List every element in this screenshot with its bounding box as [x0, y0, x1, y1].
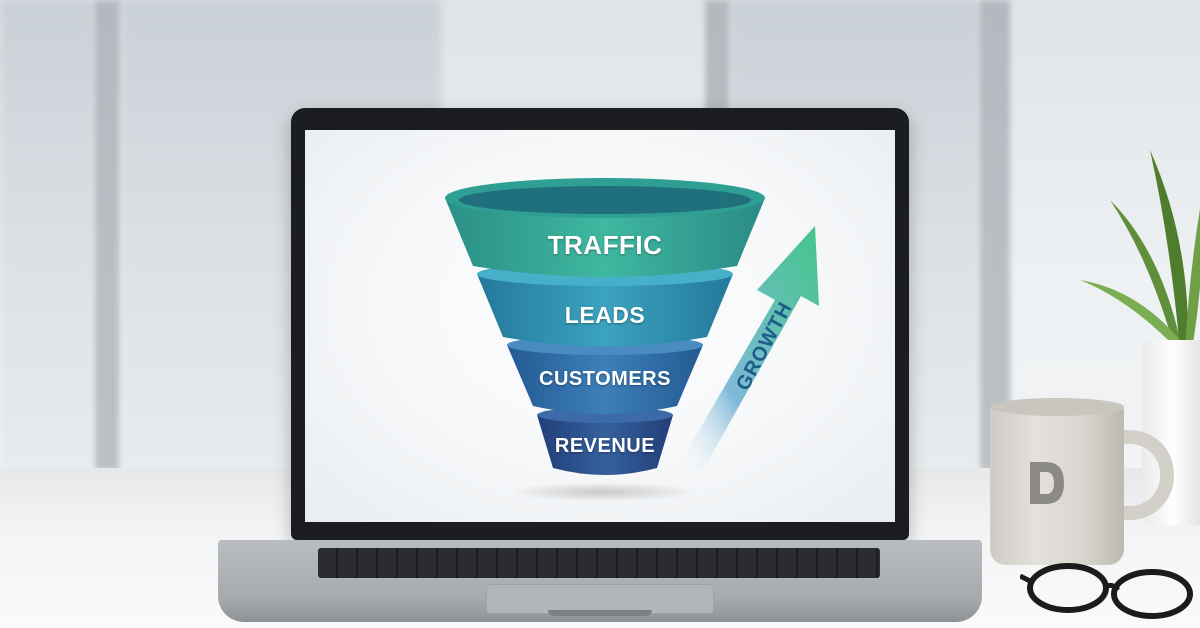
laptop-trackpad [486, 584, 714, 614]
eyeglasses [1020, 563, 1193, 619]
funnel-stage-traffic [445, 198, 765, 277]
plant-leaves [1080, 150, 1200, 350]
laptop-front-notch [548, 610, 652, 616]
mug-rim [990, 398, 1124, 416]
funnel-stage-customers [507, 345, 703, 414]
funnel-stage-leads [477, 274, 733, 347]
funnel-label-customers: CUSTOMERS [539, 368, 671, 390]
funnel-label-revenue: REVENUE [554, 435, 656, 457]
window-frame [980, 0, 1010, 470]
funnel-shadow [508, 482, 698, 502]
funnel-label-leads: LEADS [564, 302, 646, 328]
funnel-opening [459, 186, 751, 214]
growth-arrow-icon [677, 226, 819, 470]
d-monogram-logo-icon [1030, 462, 1064, 504]
window-frame [95, 0, 121, 470]
window-pane [0, 0, 95, 470]
laptop-keyboard [318, 548, 880, 578]
funnel-stage-revenue [537, 415, 673, 475]
funnel-label-traffic: TRAFFIC [547, 230, 663, 260]
laptop-screen: TRAFFIC LEADS CUSTOMERS REVENUE [305, 130, 895, 522]
sales-funnel-graphic [445, 178, 819, 502]
